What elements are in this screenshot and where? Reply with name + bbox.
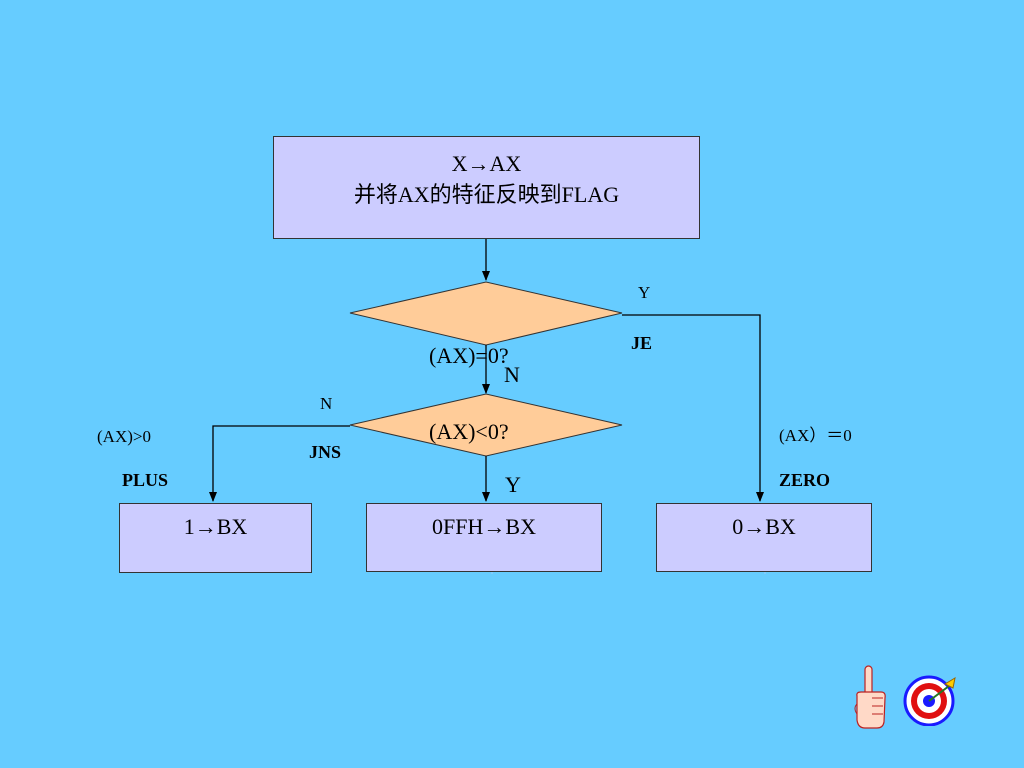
- left-action-box: 1→BX: [119, 503, 312, 573]
- start-box-line2: 并将AX的特征反映到FLAG: [353, 182, 620, 207]
- decision1-jump-label: JE: [631, 333, 653, 353]
- left-tag-label: PLUS: [122, 470, 169, 490]
- decision2-diamond: [349, 393, 623, 457]
- decision1-yes-label: Y: [638, 283, 651, 302]
- left-action-text: 1→BX: [183, 514, 248, 539]
- decision2-yes-label: Y: [505, 472, 521, 497]
- decision1-text: (AX)=0?: [429, 343, 509, 368]
- pointing-hand-icon[interactable]: [851, 664, 889, 732]
- arrow-decision1-yes: [622, 314, 764, 502]
- decision1-diamond: [349, 281, 623, 346]
- right-tag-label: ZERO: [779, 470, 831, 490]
- right-action-text: 0→BX: [732, 514, 796, 539]
- start-process-box: X→AX 并将AX的特征反映到FLAG: [273, 136, 700, 239]
- decision2-no-label: N: [320, 394, 333, 413]
- right-condition-label: (AX）＝0: [779, 426, 852, 445]
- target-icon[interactable]: [903, 674, 957, 727]
- decision2-text: (AX)<0?: [429, 419, 509, 444]
- middle-action-box: 0FFH→BX: [366, 503, 602, 572]
- right-action-box: 0→BX: [656, 503, 872, 572]
- middle-action-text: 0FFH→BX: [432, 514, 536, 539]
- start-box-line1: X→AX: [451, 151, 522, 176]
- arrow-decision2-no: [209, 425, 350, 502]
- decision2-jump-label: JNS: [309, 442, 342, 462]
- decision1-no-label: N: [504, 362, 520, 387]
- left-condition-label: (AX)>0: [97, 427, 151, 446]
